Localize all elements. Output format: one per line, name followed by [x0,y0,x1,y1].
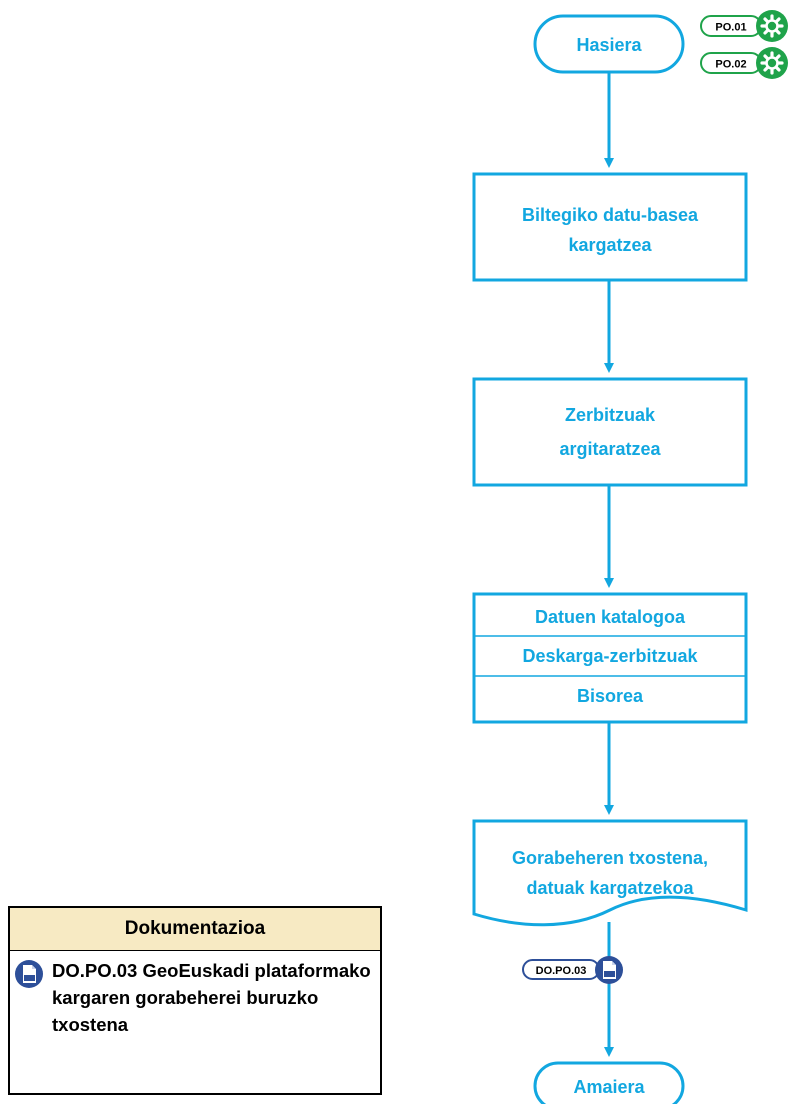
step1-line1: Biltegiko datu-basea [522,205,699,225]
step-publish-services: Zerbitzuak argitaratzea [472,377,748,487]
document-icon [595,956,623,984]
start-label: Hasiera [576,35,642,55]
po02-label: PO.02 [715,59,746,71]
po01-label: PO.01 [715,22,746,34]
documentation-item: DO.PO.03 GeoEuskadi plataformako kargare… [10,951,380,1038]
dopo03-badge: DO.PO.03 [522,956,623,984]
documentation-item-line2: kargaren gorabeherei buruzko txostena [52,987,319,1035]
end-label: Amaiera [573,1077,645,1097]
step3-row-viewer: Bisorea [577,686,644,706]
documentation-panel: Dokumentazioa DO.PO.03 GeoEuskadi plataf… [8,906,382,1095]
po01-badge: PO.01 [700,10,788,42]
documentation-item-line1: DO.PO.03 GeoEuskadi plataformako [52,960,371,981]
end-node: Amaiera [533,1061,685,1104]
doc-line1: Gorabeheren txostena, [512,848,708,868]
step3-row-download: Deskarga-zerbitzuak [522,646,698,666]
documentation-title: Dokumentazioa [10,908,380,951]
po02-badge: PO.02 [700,47,788,79]
dopo03-label: DO.PO.03 [536,965,587,977]
step2-line2: argitaratzea [559,439,661,459]
step1-line2: kargatzea [568,235,652,255]
document-incident-report: Gorabeheren txostena, datuak kargatzekoa [472,819,748,927]
start-node: Hasiera [533,14,685,74]
document-icon [15,960,43,988]
step-services-group: Datuen katalogoa Deskarga-zerbitzuak Bis… [472,592,748,724]
doc-line2: datuak kargatzekoa [526,878,694,898]
step2-line1: Zerbitzuak [565,405,656,425]
gear-icon [756,47,788,79]
step3-row-catalog: Datuen katalogoa [535,607,686,627]
step-load-database: Biltegiko datu-basea kargatzea [472,172,748,282]
gear-icon [756,10,788,42]
